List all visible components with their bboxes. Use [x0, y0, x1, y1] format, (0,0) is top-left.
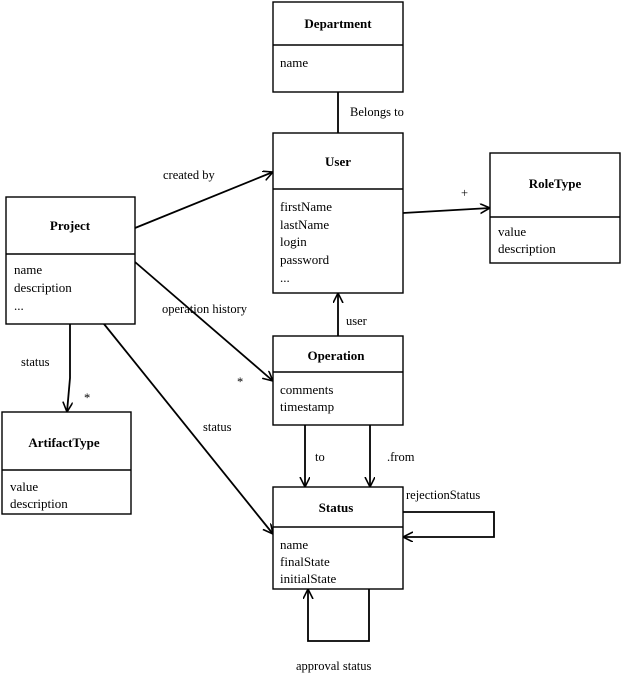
multiplicity-artifacttype: *: [84, 391, 90, 405]
class-status[interactable]: Status name finalState initialState: [272, 486, 404, 590]
label-operation-history: operation history: [162, 302, 248, 316]
label-project-status: status: [203, 420, 232, 434]
label-approval-status: approval status: [296, 659, 371, 673]
multiplicity-operation: *: [237, 375, 243, 389]
multiplicity-roletype: +: [461, 186, 468, 200]
label-to: to: [315, 450, 325, 464]
label-user: user: [346, 314, 368, 328]
class-user-name: User: [325, 154, 351, 169]
class-operation-attr: comments: [280, 382, 333, 397]
label-artifact-status: status: [21, 355, 50, 369]
class-user-attr: password: [280, 252, 330, 267]
class-roletype[interactable]: RoleType value description: [489, 152, 621, 264]
project-status-edge: [103, 323, 273, 534]
label-rejection-status: rejectionStatus: [406, 488, 480, 502]
class-user-attr: firstName: [280, 199, 332, 214]
class-operation-name: Operation: [307, 348, 365, 363]
class-roletype-attr: value: [498, 224, 526, 239]
label-from: .from: [387, 450, 415, 464]
approval-status-edge: [308, 589, 370, 642]
class-project-attr: description: [14, 280, 72, 295]
class-operation[interactable]: Operation comments timestamp: [272, 335, 404, 426]
class-status-attr: name: [280, 537, 308, 552]
class-status-attr: finalState: [280, 554, 330, 569]
class-project-attr: ...: [14, 298, 24, 313]
class-user-attr: lastName: [280, 217, 329, 232]
label-created-by: created by: [163, 168, 215, 182]
class-artifacttype[interactable]: ArtifactType value description: [1, 411, 132, 515]
class-artifacttype-attr: value: [10, 479, 38, 494]
class-department-attr: name: [280, 55, 308, 70]
class-status-attr: initialState: [280, 571, 337, 586]
class-status-name: Status: [319, 500, 354, 515]
label-belongs-to: Belongs to: [350, 105, 404, 119]
user-roletype-edge: [402, 208, 490, 213]
class-user-attr: ...: [280, 270, 290, 285]
class-roletype-name: RoleType: [529, 176, 582, 191]
created-by-edge: [134, 172, 273, 229]
class-project-name: Project: [50, 218, 91, 233]
class-department[interactable]: Department name: [272, 1, 404, 93]
class-artifacttype-name: ArtifactType: [28, 435, 99, 450]
rejection-status-edge: [403, 511, 495, 537]
class-user[interactable]: User firstName lastName login password .…: [272, 132, 404, 294]
class-user-attr: login: [280, 234, 307, 249]
class-project-attr: name: [14, 262, 42, 277]
class-operation-attr: timestamp: [280, 399, 334, 414]
class-project[interactable]: Project name description ...: [5, 196, 136, 325]
class-artifacttype-attr: description: [10, 496, 68, 511]
project-artifact-status-edge: [67, 324, 70, 412]
operation-history-edge: [134, 261, 273, 381]
class-department-name: Department: [304, 16, 372, 31]
class-roletype-attr: description: [498, 241, 556, 256]
